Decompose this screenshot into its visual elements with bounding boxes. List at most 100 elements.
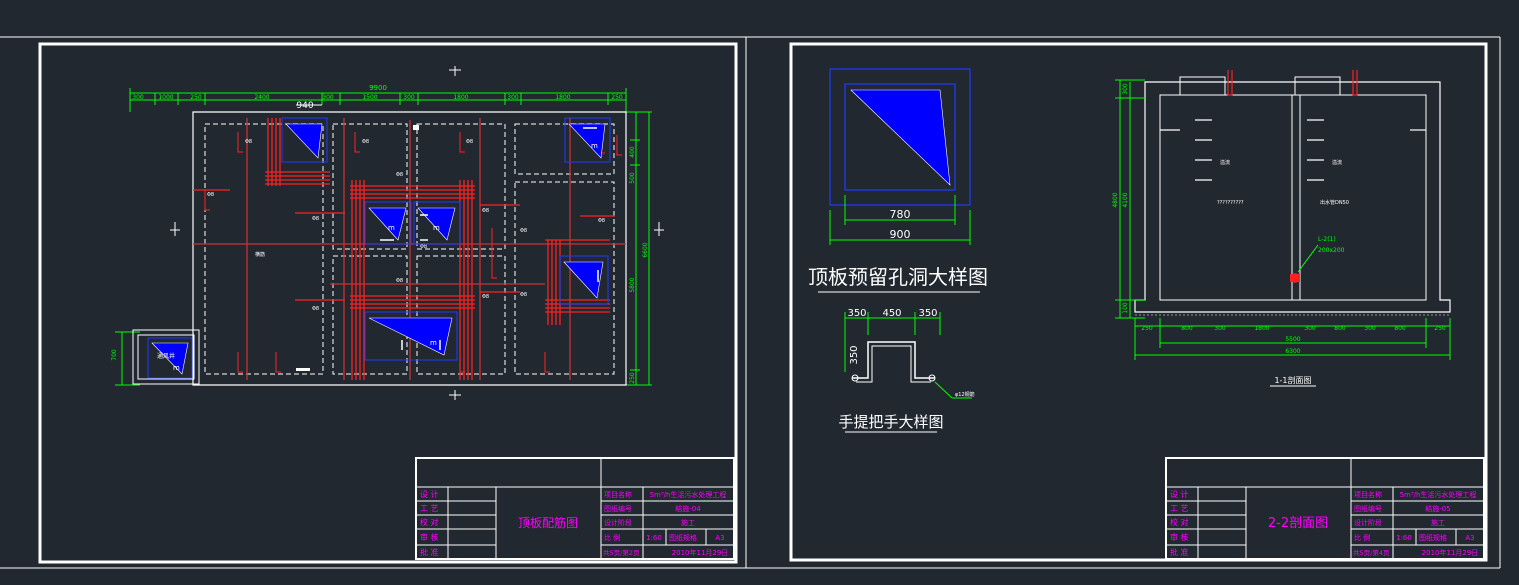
opening-box [147,337,193,379]
field-value: 结施-04 [675,504,701,513]
dim-label: 700 [111,349,118,361]
field-value: 施工 [681,518,695,527]
opening-detail: 780 900 顶板预留孔洞大样图 [808,68,988,293]
role-label: 校 对 [1170,517,1189,527]
section-bottom-dim: 800 [1334,325,1346,332]
opening-box [281,117,328,163]
opening-box [364,201,412,245]
field-value: 2010年11月29日 [1422,548,1479,557]
top-dimension-labels: 300 1000 250 2400 940 300 1500 300 1800 … [132,94,623,111]
field-value: 结施-05 [1425,504,1450,513]
right-dimension-line [626,111,652,386]
handle-dim: 350 [847,308,866,319]
opening-detail-title: 顶板预留孔洞大样图 [808,265,988,289]
opening-box [564,117,611,163]
dim-label: 1800 [453,94,468,101]
opening-box [413,201,461,245]
section-bottom-dim: 300 [1214,325,1226,332]
field-label: 设计阶段 [1354,518,1382,527]
svg-text:Φ8: Φ8 [420,244,427,250]
svg-text:Φ8: Φ8 [598,218,605,224]
top-dimension-line [129,88,627,112]
svg-text:Φ8: Φ8 [482,294,489,300]
outer-dimension: 900 [890,228,911,241]
section-bottom-dim: 300 [1304,325,1316,332]
field-label: 图纸规格 [669,533,697,542]
handle-marks [380,127,599,350]
dim-label-940: 940 [296,101,313,111]
handle-note: φ12钢筋 [955,391,975,398]
beam-size: 200x200 [1318,247,1345,254]
drawing-title: 2-2剖面图 [1268,516,1328,531]
beam-label: L-2(1) [1318,236,1336,243]
role-label: 设 计 [1170,489,1189,499]
dim-label: 5800 [629,277,636,292]
dim-label: 500 [629,172,636,184]
m-mark: m [173,364,180,372]
dim-label: 1500 [362,94,377,101]
section-bottom-dim: 800 [1394,325,1406,332]
dim-label: 6600 [642,242,649,257]
section-view: 溢流 溢流 ?????????? 出水管DN50 L-2(1) 200x200 … [1112,70,1451,387]
section-left-dim: 4100 [1122,192,1129,207]
section-bottom-dim: 800 [1181,325,1193,332]
dim-label: 250 [629,372,636,384]
section-total-inner: 5500 [1285,336,1300,343]
section-title: 1-1剖面图 [1274,375,1311,385]
dim-label: 250 [611,94,623,101]
right-dimension-labels: 400 500 5800 6600 250 [629,146,649,384]
role-label: 工 艺 [420,504,439,513]
section-marks [170,66,664,400]
opening-box [364,311,458,361]
right-sheet-border [789,42,1488,562]
section-bottom-dim: 300 [1364,325,1376,332]
field-value: 2010年11月29日 [672,548,729,557]
handle-dim: 350 [918,308,937,319]
svg-text:Φ8: Φ8 [466,139,473,145]
opening-box [559,255,609,305]
svg-text:Φ8: Φ8 [362,139,369,145]
svg-text:Φ8: Φ8 [520,292,527,298]
svg-text:横筋: 横筋 [255,251,265,258]
roof-plan: 9900 300 1000 250 2400 940 300 1500 300 … [111,66,664,400]
svg-text:Φ8: Φ8 [396,278,403,284]
section-bottom-dim: 250 [1434,325,1446,332]
section-label: 溢流 [1332,159,1342,166]
handle-side-dim: 350 [849,345,860,364]
overall-dimension: 9900 [369,84,387,92]
field-label: 比 例 [604,533,620,542]
section-bottom-dim: 250 [1141,325,1153,332]
drawing-title: 顶板配筋图 [518,515,578,530]
role-label: 设 计 [420,489,439,499]
role-label: 审 核 [1170,532,1189,542]
m-mark: m [591,142,598,150]
field-value: 1:60 [646,534,662,542]
field-label: 设计阶段 [604,518,632,527]
dim-label: 400 [629,146,636,158]
role-label: 批 准 [420,547,439,557]
handle-dim: 450 [882,308,901,319]
sheet-outer-frame [0,36,1501,569]
svg-text:Φ8: Φ8 [245,139,252,145]
field-value: 1:60 [1396,534,1412,542]
field-value: A3 [1465,534,1474,542]
field-label: 项目名称 [604,490,632,499]
field-value: A3 [715,534,724,542]
field-label: 共5页/第4页 [1353,548,1390,557]
dim-label: 250 [190,94,202,101]
m-mark: m [433,224,440,232]
svg-text:Φ8: Φ8 [312,306,319,312]
section-bottom-dim: 1800 [1254,325,1269,332]
svg-text:Φ8: Φ8 [312,216,319,222]
field-value: 施工 [1431,518,1445,527]
roof-openings [147,117,611,379]
left-dimension-line [115,331,140,386]
svg-text:Φ8: Φ8 [207,192,214,198]
section-total: 6300 [1285,348,1300,355]
field-value: 5m³/h生活污水处理工程 [1400,490,1477,499]
dim-label: 300 [132,94,144,101]
m-mark: m [430,339,437,347]
svg-text:Φ8: Φ8 [396,172,403,178]
left-title-block: 设 计 工 艺 校 对 审 核 批 准 顶板配筋图 项目名称 5m³/h生活污水… [415,457,735,560]
